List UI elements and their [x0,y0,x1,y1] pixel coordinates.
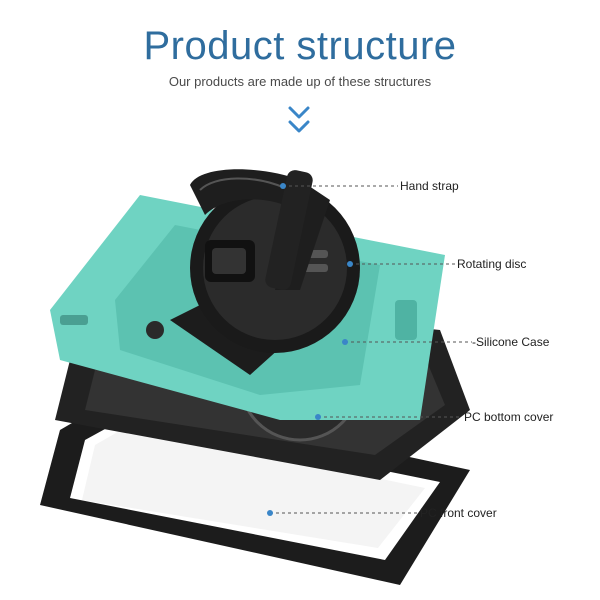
label-rotating-disc: Rotating disc [457,257,527,271]
label-pc-front-cover: PC front cover [420,506,497,520]
callout-dots [267,183,353,516]
label-hand-strap: Hand strap [400,179,459,193]
page-title: Product structure [143,24,457,68]
hand-strap-illustration [190,169,330,290]
callout-lines [270,185,472,514]
label-silicone-case: -Silicone Case [472,335,550,349]
label-pc-bottom-cover: PC bottom cover [464,410,554,424]
pc-front-cover-illustration [40,395,470,585]
double-chevron-down-icon [288,106,310,133]
page-subtitle: Our products are made up of these struct… [168,74,432,89]
